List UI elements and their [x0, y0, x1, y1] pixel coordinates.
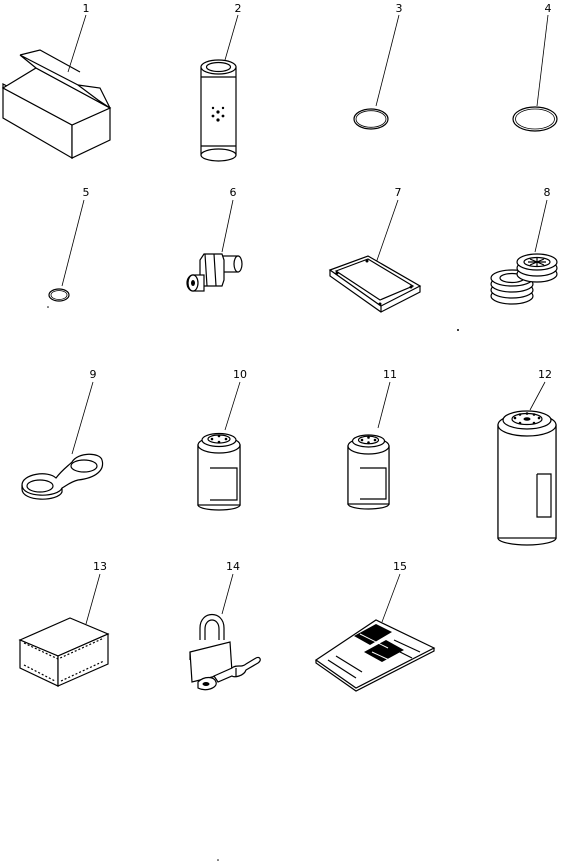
callout-number: 7: [395, 186, 402, 199]
part-9: 9: [21, 368, 104, 500]
fitting-icon: [186, 253, 243, 292]
part-6: 6: [186, 186, 243, 292]
part-15: 15: [314, 560, 436, 692]
callout-number: 1: [83, 2, 90, 15]
callout-number: 5: [83, 186, 90, 199]
callout-number: 6: [230, 186, 237, 199]
speck: [457, 329, 459, 331]
part-14: 14: [189, 560, 261, 691]
gasket-stack-icon: [490, 253, 558, 305]
part-12: 12: [497, 368, 557, 546]
o-ring-icon: [353, 108, 389, 130]
double-gasket-icon: [21, 453, 104, 500]
callout-number: 11: [383, 368, 397, 381]
callout-number: 9: [90, 368, 97, 381]
part-3: 3: [353, 2, 403, 130]
o-ring-large-icon: [512, 106, 558, 132]
speck: [217, 859, 219, 861]
o-ring-small-icon: [48, 288, 70, 302]
callout-number: 14: [226, 560, 240, 573]
callout-number: 4: [545, 2, 552, 15]
speck: [47, 306, 49, 308]
part-10: 10: [197, 368, 247, 511]
part-13: 13: [18, 560, 110, 687]
part-2: 2: [200, 2, 242, 162]
filter-element-icon: [200, 59, 237, 162]
part-4: 4: [512, 2, 558, 132]
parts-box-icon: [18, 617, 110, 687]
part-1: 1: [1, 2, 112, 160]
spin-on-filter-icon: [197, 432, 241, 511]
padlock-key-icon: [189, 613, 261, 691]
manual-booklet-icon: [314, 619, 436, 692]
callout-number: 13: [93, 560, 107, 573]
part-8: 8: [490, 186, 558, 305]
carton-box-icon: [1, 49, 112, 160]
part-5: 5: [48, 186, 90, 302]
callout-number: 12: [538, 368, 552, 381]
part-11: 11: [347, 368, 397, 510]
callout-number: 2: [235, 2, 242, 15]
large-spin-on-filter-icon: [497, 410, 557, 546]
part-7: 7: [328, 186, 422, 313]
callout-number: 3: [396, 2, 403, 15]
callout-number: 8: [544, 186, 551, 199]
callout-number: 15: [393, 560, 407, 573]
spin-on-filter-icon: [347, 434, 390, 510]
callout-number: 10: [233, 368, 247, 381]
gasket-icon: [328, 255, 422, 313]
